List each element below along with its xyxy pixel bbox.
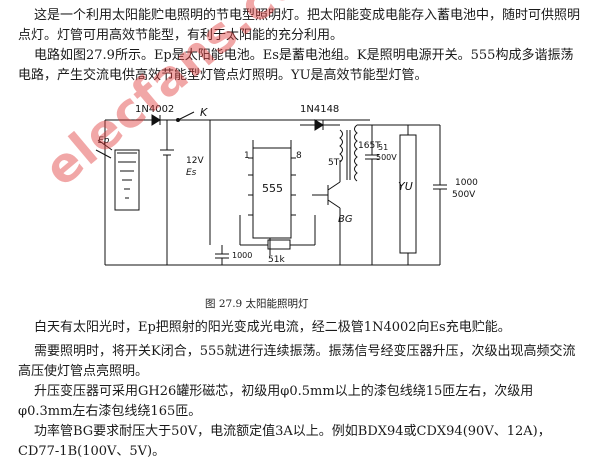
capacitor-right-label-a: 1000	[455, 178, 478, 188]
resistor-51k	[239, 215, 316, 250]
secondary-turns-label: 165T	[358, 141, 381, 151]
battery-voltage-label: 12V	[186, 156, 204, 166]
diode-1n4148-label: 1N4148	[300, 104, 339, 115]
figure-caption: 图 27.9 太阳能照明灯	[205, 298, 309, 310]
diode-1n4002	[151, 114, 161, 126]
ic-label: 555	[262, 182, 283, 195]
transistor-bg	[312, 160, 341, 265]
ic-pin-8: 8	[296, 151, 302, 161]
switch-k	[176, 111, 195, 122]
paragraph-transformer: 升压变压器可采用GH26罐形磁芯，初级用φ0.5mm以上的漆包线绕15匝左右，次…	[18, 384, 534, 419]
lamp-yu	[399, 125, 417, 265]
lamp-label: YU	[398, 180, 413, 193]
ic-pin-1: 1	[244, 151, 250, 161]
capacitor-1000	[215, 245, 229, 265]
paragraph-transistor: 功率管BG要求耐压大于50V，电流额定值3A以上。例如BDX94或CDX94(9…	[18, 424, 551, 459]
capacitor-1000-500v	[433, 184, 447, 190]
ic-555	[248, 140, 296, 255]
circuit-diagram: 1N4002 K Ep 12V Es 1000	[95, 104, 478, 266]
battery-label: Es	[186, 168, 197, 178]
transistor-label: BG	[338, 214, 353, 225]
paragraph-lighting: 需要照明时，将开关K闭合，555就进行连续振荡。振荡信号经变压器升压，次级出现高…	[18, 344, 576, 379]
solar-cell-label: Ep	[98, 136, 110, 146]
diode-1n4002-label: 1N4002	[135, 104, 174, 115]
capacitor-1000-label: 1000	[232, 251, 252, 260]
paragraph-daytime: 白天有太阳光时，Ep把照射的阳光变成光电流，经二极管1N4002向Es充电贮能。	[34, 320, 511, 335]
paragraph-circuit-description: 电路如图27.9所示。Ep是太阳能电池。Es是蓄电池组。K是照明电源开关。555…	[18, 48, 574, 83]
transformer	[339, 124, 358, 182]
paragraph-intro: 这是一个利用太阳能贮电照明的节电型照明灯。把太阳能变成电能存入蓄电池中，随时可供…	[18, 8, 581, 43]
solar-cell-ep	[95, 139, 140, 211]
capacitor-51-label-b: 500V	[376, 153, 397, 162]
capacitor-right-label-b: 500V	[452, 190, 476, 200]
resistor-label: 51k	[268, 255, 285, 265]
primary-turns-label: 5T	[328, 158, 340, 168]
diode-1n4148	[300, 119, 340, 131]
battery-es	[160, 120, 174, 265]
switch-k-label: K	[200, 106, 208, 119]
capacitor-51-label-a: 51	[378, 143, 388, 152]
